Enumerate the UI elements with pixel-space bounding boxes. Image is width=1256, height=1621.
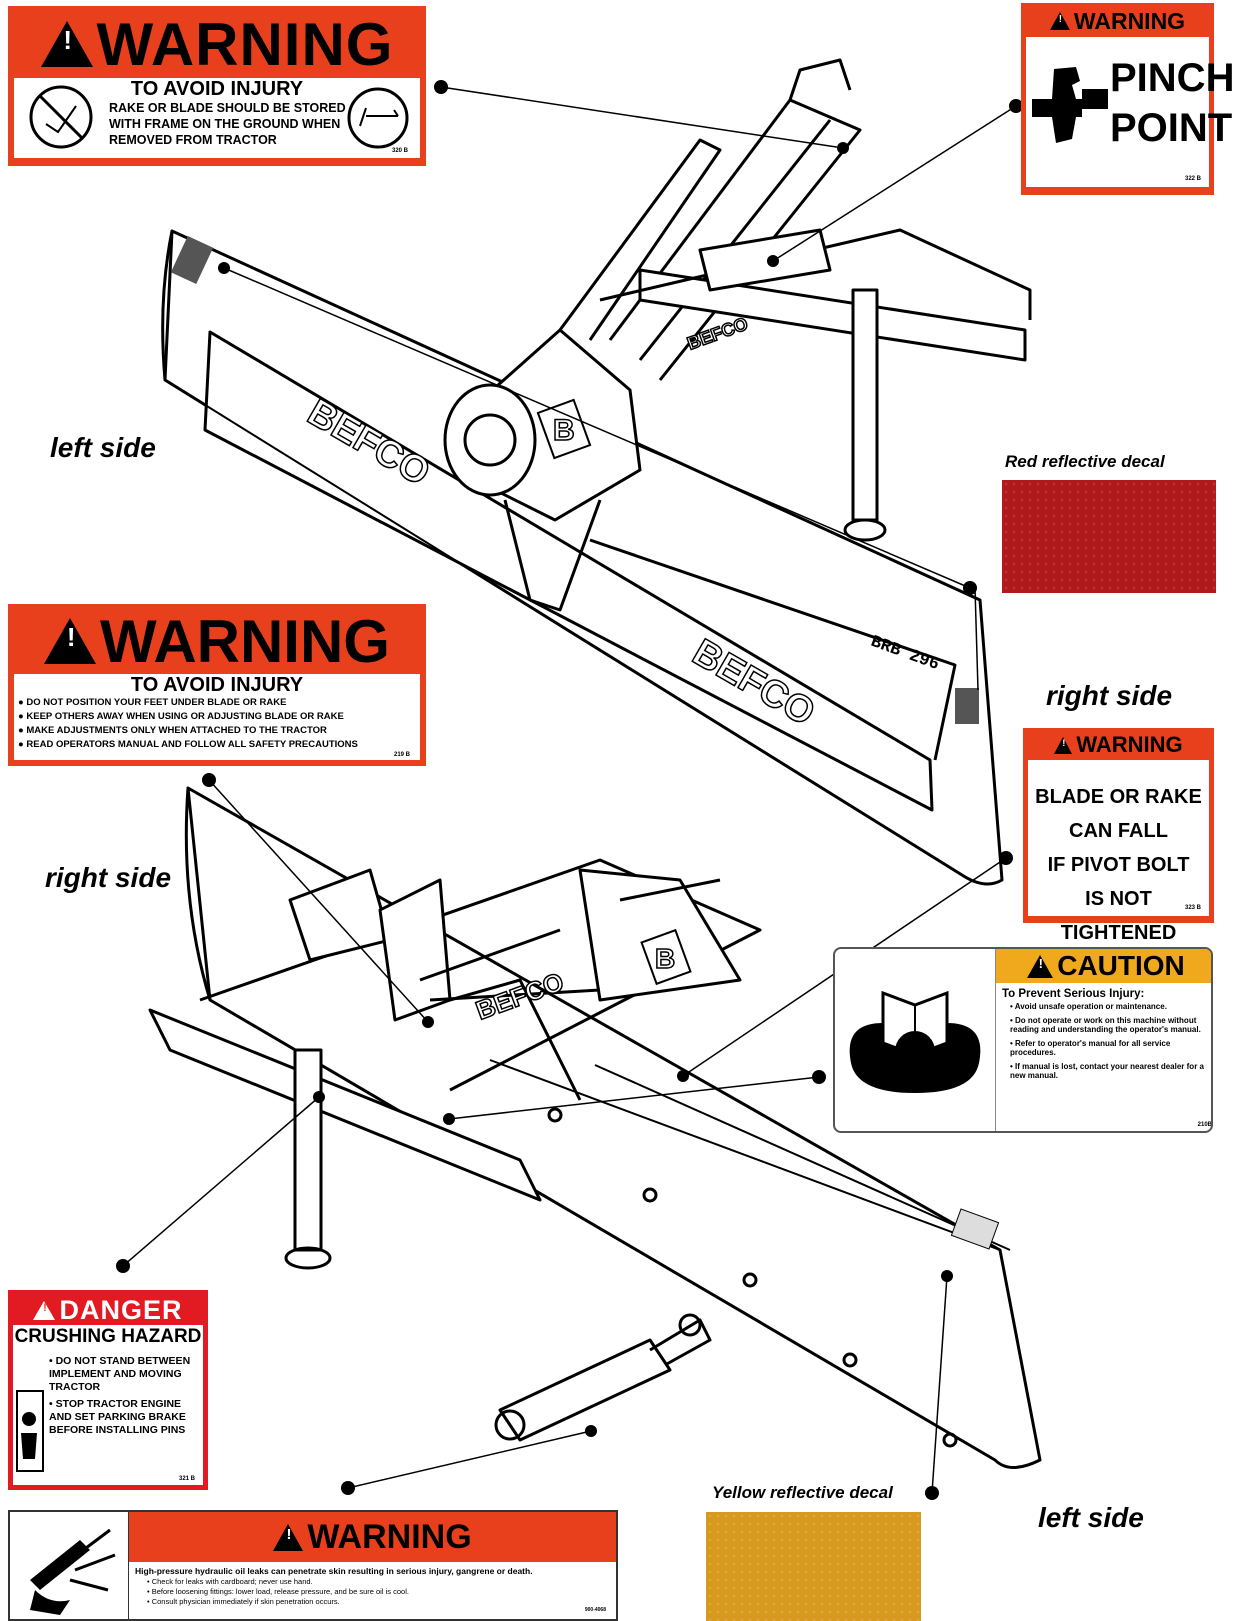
befco-badge-top: B <box>536 398 592 460</box>
decal-line: WITH FRAME ON THE GROUND WHEN <box>109 117 341 131</box>
warning-decal-219b: WARNING TO AVOID INJURY ● DO NOT POSITIO… <box>8 604 426 766</box>
hydraulic-warning-decal: WARNING High-pressure hydraulic oil leak… <box>8 1510 618 1621</box>
decal-code: 210B <box>1197 1122 1212 1128</box>
red-reflector-label: Red reflective decal <box>1005 452 1165 471</box>
crushing-hazard-icon <box>16 1390 44 1472</box>
decal-line: BLADE OR RAKE CAN FALL <box>1035 786 1202 842</box>
decal-line: REMOVED FROM TRACTOR <box>109 133 277 147</box>
side-label-top-right: right side <box>1046 680 1173 711</box>
decal-bullet: • Check for leaks with cardboard; never … <box>147 1577 313 1586</box>
warning-decal-322b: WARNING PINCH POINT 322 B <box>1021 3 1235 195</box>
pinch-label: PINCH <box>1110 56 1235 100</box>
injection-hazard-icon <box>30 1528 116 1615</box>
decal-code: 322 B <box>1184 176 1201 182</box>
warning-triangle-icon <box>273 1523 304 1551</box>
decal-code: 321 B <box>178 1476 195 1482</box>
no-storage-icon <box>29 85 93 149</box>
svg-text:B: B <box>553 414 575 447</box>
decal-line: IF PIVOT BOLT <box>1047 854 1190 876</box>
decal-bullet: ● KEEP OTHERS AWAY WHEN USING OR ADJUSTI… <box>18 711 344 722</box>
yellow-reflector-label: Yellow reflective decal <box>712 1483 893 1502</box>
decal-bullet: ● DO NOT POSITION YOUR FEET UNDER BLADE … <box>18 697 287 708</box>
side-label-top-left: left side <box>50 432 156 463</box>
decal-header: WARNING <box>129 1512 616 1562</box>
brand-marking-frame: BEFCO <box>685 313 751 353</box>
decal-bullet: • Consult physician immediately if skin … <box>147 1597 340 1606</box>
decal-header: WARNING <box>1026 8 1209 34</box>
decal-bullet: • Refer to operator's manual for all ser… <box>1010 1038 1171 1058</box>
decal-code: 219 B <box>393 752 410 758</box>
decal-header: CAUTION <box>996 949 1211 983</box>
pinch-hand-icon <box>1032 67 1108 143</box>
decal-bullet: ● MAKE ADJUSTMENTS ONLY WHEN ATTACHED TO… <box>18 725 327 736</box>
befco-badge-bottom: B <box>640 928 692 986</box>
side-label-bottom-right: left side <box>1038 1502 1144 1533</box>
warning-triangle-icon <box>44 618 96 664</box>
decal-line: IS NOT TIGHTENED <box>1060 888 1177 944</box>
decal-header: DANGER <box>13 1295 203 1325</box>
decal-header: WARNING <box>1028 732 1209 757</box>
decal-code: 323 B <box>1184 905 1201 911</box>
decal-title: To Prevent Serious Injury: <box>1002 988 1145 1000</box>
caution-triangle-icon <box>1027 954 1054 978</box>
warning-triangle-icon <box>1054 736 1073 754</box>
decal-bullet: • STOP TRACTOR ENGINE AND SET PARKING BR… <box>49 1398 186 1436</box>
decal-line: RAKE OR BLADE SHOULD BE STORED <box>109 101 346 115</box>
decal-code: 320 B <box>391 148 408 154</box>
point-label: POINT <box>1110 106 1233 150</box>
decal-bullet: • DO NOT STAND BETWEEN IMPLEMENT AND MOV… <box>49 1355 191 1393</box>
decal-title: TO AVOID INJURY <box>130 674 304 696</box>
danger-triangle-icon <box>33 1300 56 1320</box>
side-label-bottom-left: right side <box>45 862 172 893</box>
decal-title: CRUSHING HAZARD <box>14 1326 202 1347</box>
read-manual-icon <box>849 990 981 1093</box>
stored-frame-icon <box>347 87 409 149</box>
red-reflective-decal <box>1002 480 1216 593</box>
svg-text:B: B <box>655 943 675 974</box>
warning-triangle-icon <box>40 21 93 67</box>
decal-main-text: High-pressure hydraulic oil leaks can pe… <box>135 1566 533 1576</box>
decal-bullet: ● READ OPERATORS MANUAL AND FOLLOW ALL S… <box>18 739 358 750</box>
decal-bullet: • Avoid unsafe operation or maintenance. <box>1010 1002 1167 1011</box>
decal-header: WARNING <box>14 11 420 78</box>
decal-bullet: • If manual is lost, contact your neares… <box>1010 1061 1204 1081</box>
caution-decal-210b: CAUTION To Prevent Serious Injury: • Avo… <box>833 947 1213 1133</box>
decal-bullet: • Do not operate or work on this machine… <box>1010 1015 1201 1035</box>
warning-decal-323b: WARNING BLADE OR RAKE CAN FALL IF PIVOT … <box>1023 728 1214 944</box>
decal-code: 900-4068 <box>584 1607 606 1613</box>
decal-header: WARNING <box>14 608 420 675</box>
warning-triangle-icon <box>1049 12 1070 30</box>
decal-bullet: • Before loosening fittings: lower load,… <box>147 1587 409 1596</box>
yellow-reflective-decal <box>706 1512 921 1621</box>
decal-title: TO AVOID INJURY <box>130 78 304 100</box>
warning-decal-320b: WARNING TO AVOID INJURY RAKE OR BLADE SH… <box>8 6 426 166</box>
danger-decal-321b: DANGER CRUSHING HAZARD • DO NOT STAND BE… <box>8 1290 208 1490</box>
